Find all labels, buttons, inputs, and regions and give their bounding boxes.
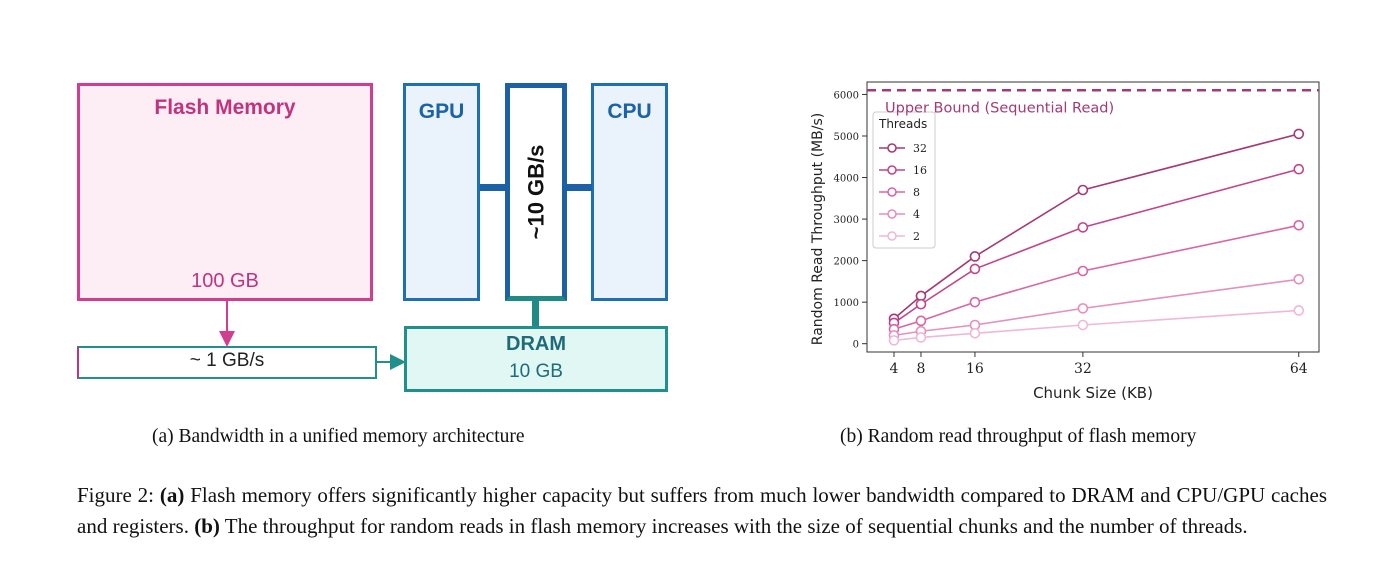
caption-part-a-text: Flash memory offers significantly higher… <box>77 483 1328 538</box>
chart-legend: Threads 32 16 8 4 2 <box>872 111 936 249</box>
upper-bound-label: Upper Bound (Sequential Read) <box>885 100 1114 116</box>
y-tick-label: 6000 <box>834 90 859 101</box>
cpu-label: CPU <box>607 100 652 123</box>
dram-capacity: 10 GB <box>509 361 563 382</box>
legend-swatch-marker <box>887 165 897 175</box>
data-point-16 <box>915 298 927 310</box>
figure-caption: Figure 2: (a) Flash memory offers signif… <box>77 480 1327 542</box>
legend-swatch-marker <box>887 209 897 219</box>
x-tick-label: 4 <box>890 361 899 377</box>
throughput-chart: 4 8 16 32 64 0 1000 2000 3000 4000 5000 6000 Thread… <box>810 81 1320 402</box>
y-tick-label: 1000 <box>834 298 859 309</box>
y-tick-label: 0 <box>853 340 859 351</box>
legend-label: 8 <box>913 186 920 199</box>
dram-title: DRAM <box>506 333 566 355</box>
data-point-16 <box>969 263 981 275</box>
data-point-8 <box>1077 265 1089 277</box>
y-tick-label: 5000 <box>834 132 859 143</box>
data-point-4 <box>1077 303 1089 314</box>
cpu-bus-connector <box>567 184 592 191</box>
data-point-2 <box>888 335 900 346</box>
subcaption-b: (b) Random read throughput of flash memo… <box>840 426 1197 447</box>
gpu-box <box>403 83 480 301</box>
data-point-8 <box>1293 220 1305 231</box>
data-point-32 <box>969 251 981 262</box>
flash-dram-bandwidth-label: ~ 1 GB/s <box>189 350 265 371</box>
legend-label: 32 <box>913 142 927 155</box>
legend-swatch-marker <box>887 143 897 153</box>
data-point-2 <box>969 328 981 339</box>
bus-dram-connector <box>532 301 539 327</box>
bus-box <box>505 83 567 301</box>
y-tick-label: 2000 <box>834 257 859 268</box>
diagram-arrows <box>219 301 406 370</box>
data-point-2 <box>915 332 927 343</box>
x-tick-label: 64 <box>1290 361 1308 377</box>
legend-label: 4 <box>913 208 920 221</box>
data-point-4 <box>1293 274 1305 285</box>
chart-series <box>867 89 1319 346</box>
data-point-8 <box>915 315 927 327</box>
chart-y-axis-label: Random Read Throughput (MB/s) <box>810 113 826 345</box>
y-tick-label: 3000 <box>834 215 859 226</box>
gpu-bus-connector <box>480 184 505 191</box>
gpu-label: GPU <box>418 100 465 123</box>
cpu-box <box>591 83 668 301</box>
flash-memory-capacity: 100 GB <box>191 270 259 292</box>
data-point-32 <box>1077 184 1089 196</box>
data-point-32 <box>1293 128 1305 140</box>
legend-label: 2 <box>913 230 920 243</box>
x-tick-label: 8 <box>917 361 926 377</box>
x-tick-label: 16 <box>966 361 984 377</box>
data-point-2 <box>1077 319 1089 331</box>
flash-dram-link-box <box>77 346 377 379</box>
flash-memory-box <box>77 83 373 301</box>
legend-swatch-marker <box>887 187 897 197</box>
data-point-2 <box>1293 305 1305 316</box>
legend-swatch-marker <box>887 231 897 241</box>
figure-label: Figure 2: <box>77 483 155 507</box>
legend-title: Threads <box>878 117 927 131</box>
caption-part-b-text: The throughput for random reads in flash… <box>224 514 1248 538</box>
data-point-8 <box>969 296 981 308</box>
subcaption-a: (a) Bandwidth in a unified memory archit… <box>152 426 525 447</box>
caption-part-a-tag: (a) <box>159 483 185 507</box>
flash-memory-title: Flash Memory <box>154 96 296 119</box>
legend-label: 16 <box>913 164 927 177</box>
x-tick-label: 32 <box>1074 361 1092 377</box>
data-point-16 <box>1293 163 1305 175</box>
caption-part-b-tag: (b) <box>194 514 220 538</box>
data-point-16 <box>1077 222 1089 233</box>
chart-x-axis-label: Chunk Size (KB) <box>1033 384 1153 402</box>
dram-box <box>404 326 668 392</box>
memory-architecture-diagram: Flash Memory 100 GB GPU CPU ~10 GB/s DRA… <box>0 0 700 420</box>
legend-box <box>872 111 936 249</box>
y-tick-label: 4000 <box>834 174 859 185</box>
